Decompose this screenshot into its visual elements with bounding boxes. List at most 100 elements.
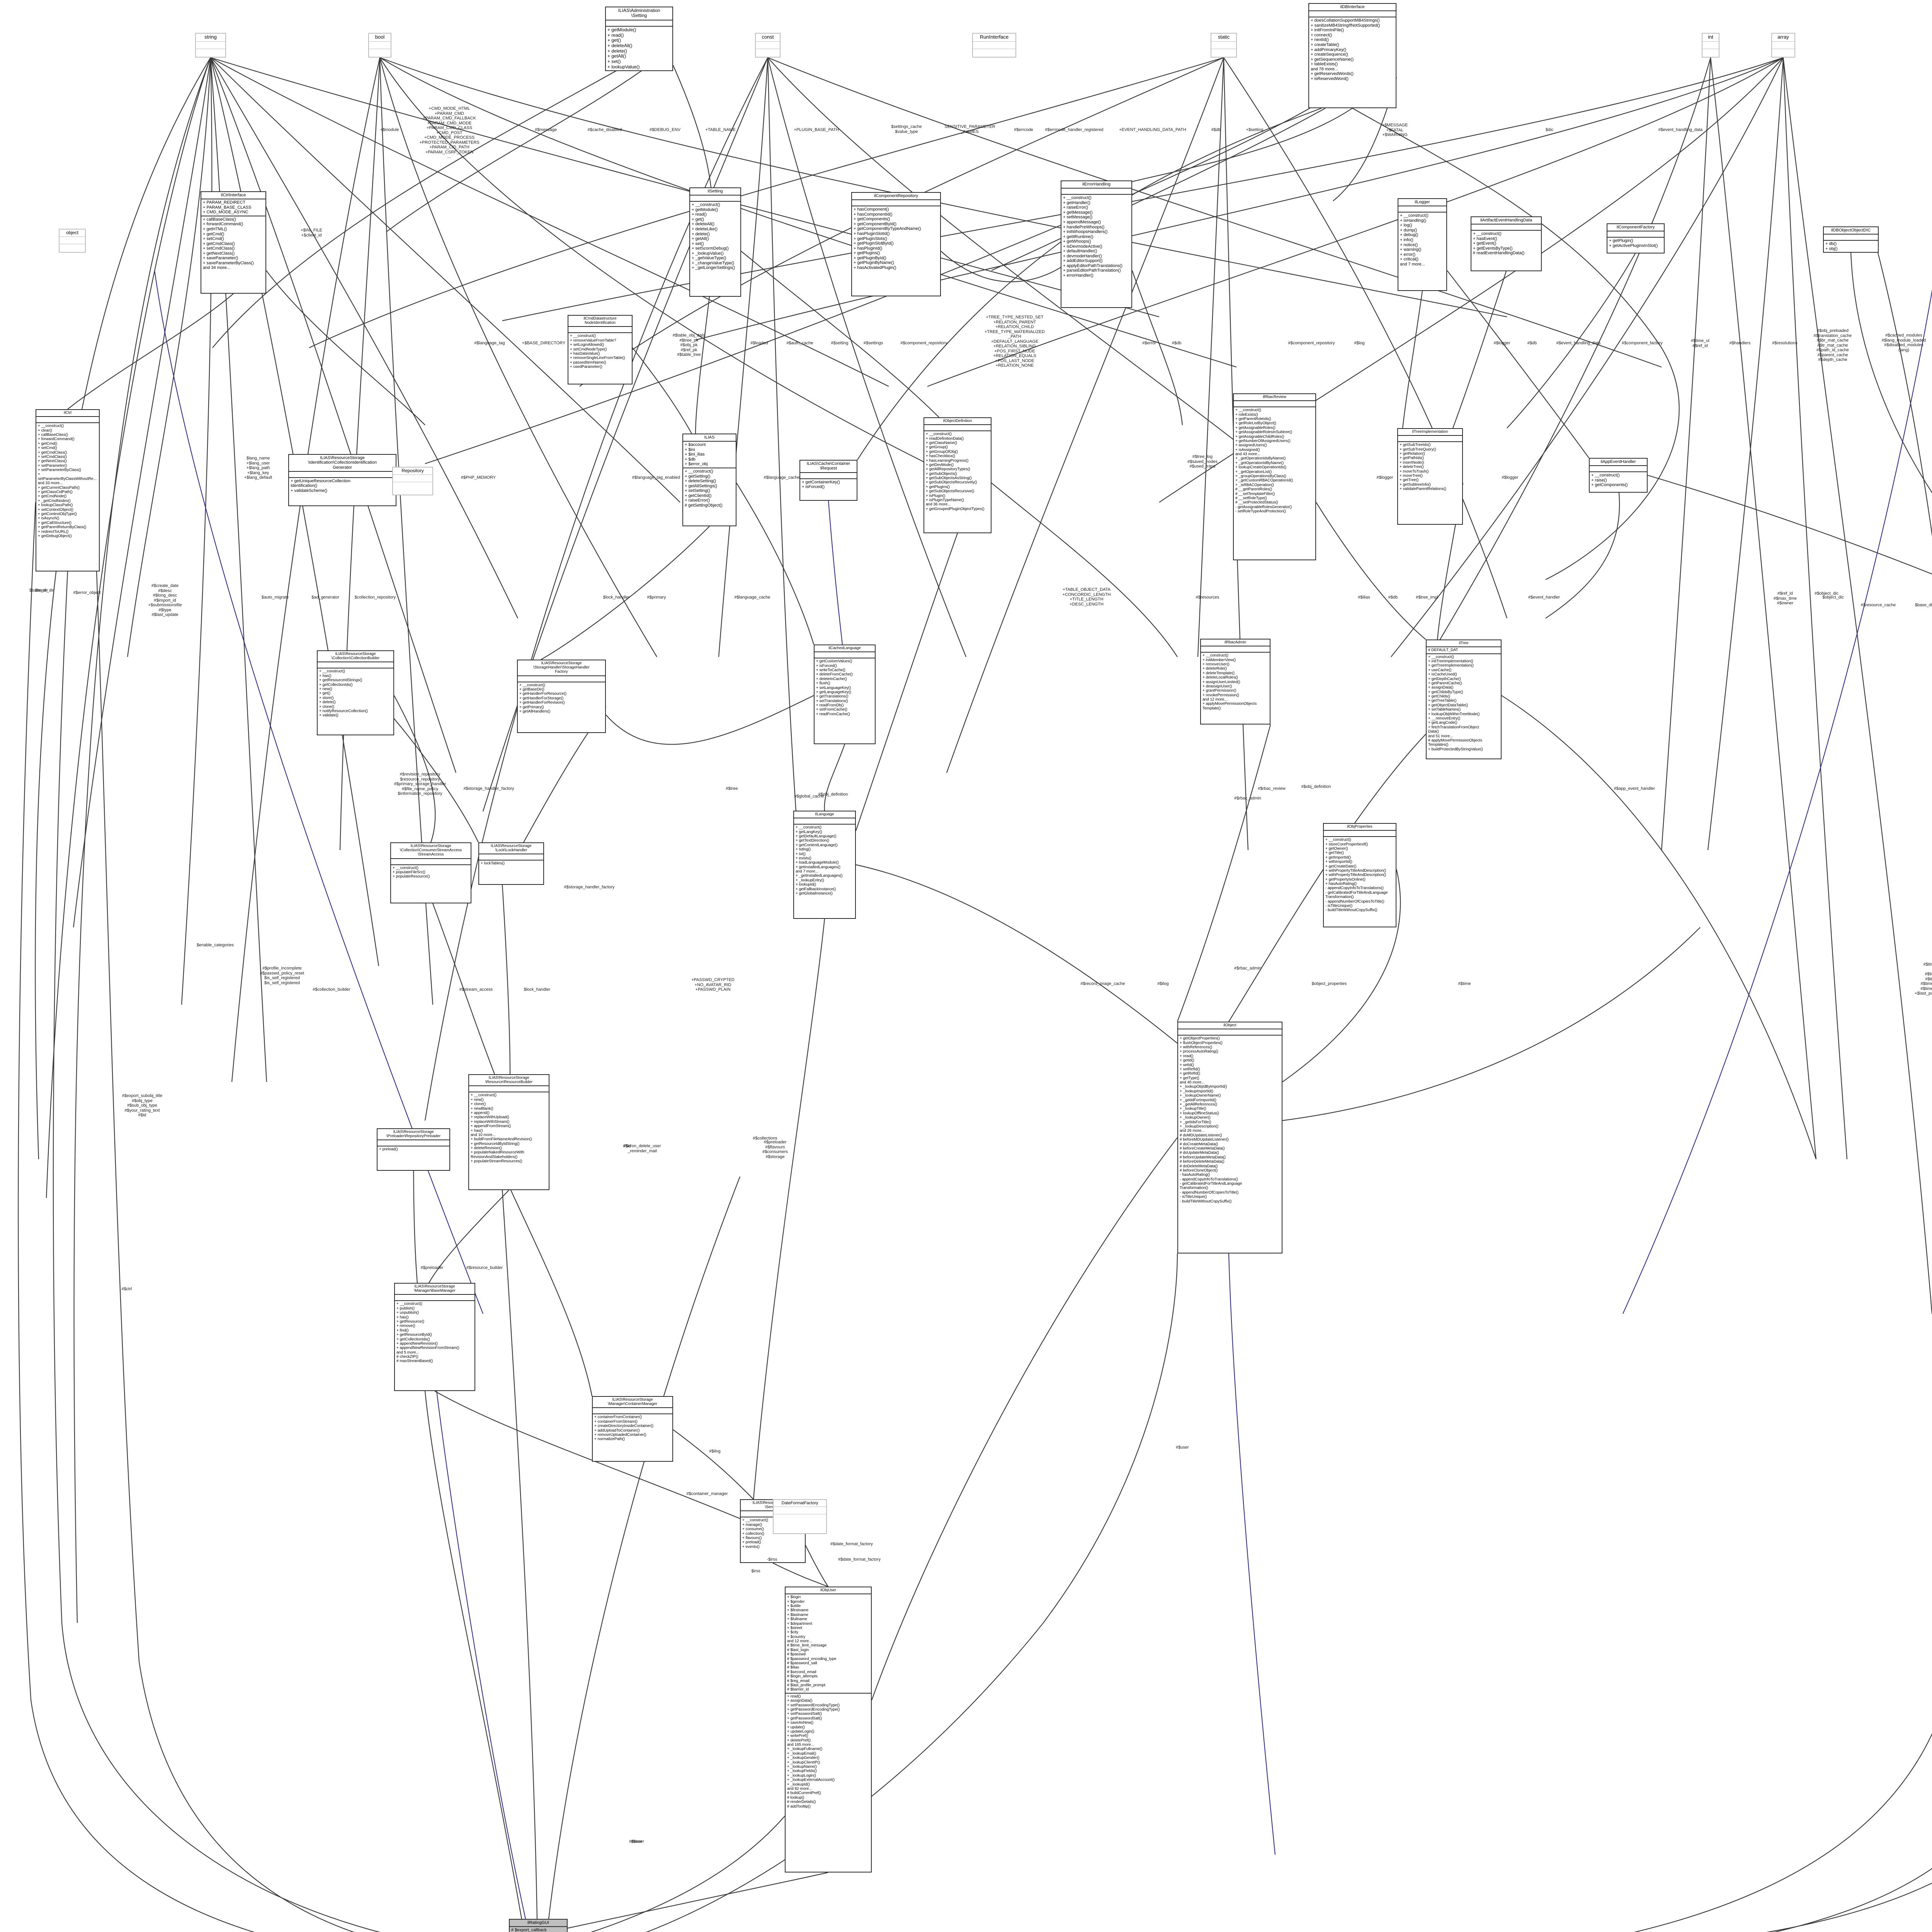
class-node-attributes (973, 42, 1015, 49)
class-node-attributes (1398, 436, 1462, 442)
class-node-attributes (479, 854, 543, 861)
class-node-ilias_rs_lock_handler[interactable]: ILIAS\ResourceStorage \Lock\LockHandler+… (478, 842, 544, 885)
class-node-ilCtrl[interactable]: ilCtrl+ __construct() + clear() + callBa… (36, 409, 100, 571)
class-node-ilObjUser[interactable]: ilObjUser+ $login + $gender + $utitle + … (785, 1587, 872, 1872)
class-node-ilDBInterface[interactable]: ilDBInterface+ doesCollationSupportMB4St… (1308, 3, 1396, 108)
edge-label: #$ctrl (121, 1287, 132, 1291)
class-node-ilias_rs_storagehandlerfactory[interactable]: ILIAS\ResourceStorage \StorageHandler\St… (517, 660, 606, 733)
class-node-object[interactable]: object (59, 229, 86, 253)
class-node-ilComponentRepository[interactable]: ilComponentRepository+ hasComponent() + … (851, 192, 941, 296)
class-node-attributes (794, 818, 855, 825)
class-node-Repository[interactable]: Repository (392, 467, 433, 495)
class-node-attributes (1234, 401, 1315, 408)
class-node-ilLogger[interactable]: ilLogger+ __construct() + isHandling() +… (1398, 198, 1447, 291)
edge-label: #$obj_preloaded #$translation_cache #$br… (1813, 328, 1852, 362)
edge-label: +PLUGIN_BASE_PATH (794, 128, 839, 132)
class-node-ilCachedLanguage[interactable]: ilCachedLanguage+ getCustomValues() + is… (814, 645, 876, 744)
class-node-title: const (756, 34, 780, 42)
edge-label: #$event_handler (1528, 595, 1560, 600)
class-node-ilTreeImplementation[interactable]: ilTreeImplementation+ getSubTreeIds() + … (1397, 428, 1463, 525)
edge-label: #$error (1142, 341, 1156, 345)
class-node-operations: + __construct() + raise() + getComponent… (1591, 473, 1628, 488)
class-node-ilias_admin_setting[interactable]: ILIAS\Administration \Setting+ getModule… (605, 7, 673, 71)
class-node-ilCmdDatastructure[interactable]: ilCmdDatastructure NodeIdentification+ _… (568, 315, 633, 384)
edge-label: #$component_repository (1288, 341, 1335, 345)
class-node-attributes (391, 859, 471, 865)
edge-label: #$resources (1196, 595, 1219, 600)
edge-label: #$error_object (73, 590, 101, 595)
class-node-title: ILIAS\ResourceStorage \Collection\Collec… (318, 651, 393, 663)
edge-label: #$component_factory (1622, 341, 1663, 345)
class-node-attributes (1211, 42, 1236, 49)
class-node-title: ilCachedLanguage (815, 645, 875, 653)
edge-label: +TABLE_OBJECT_DATA +CONCORDIC_LENGTH +TI… (1062, 587, 1111, 607)
class-node-ilRbacAdmin[interactable]: ilRbacAdmin+ __construct() + initMemberV… (1200, 639, 1270, 724)
class-node-ilias_rs_preloader[interactable]: ILIAS\ResourceStorage \Preloader\Reposit… (377, 1128, 450, 1171)
class-node-ilDBObjectObjectDIC[interactable]: ilDBObjectObjectDIC+ db() + obj() (1823, 226, 1879, 253)
edge-label: #$resolutions (1772, 341, 1798, 345)
class-node-ilRatingGUI[interactable]: ilRatingGUI# $export_callback # $update_… (509, 1919, 568, 1932)
class-node-const[interactable]: const (755, 33, 781, 58)
class-node-title: ilCtrlInterface (201, 192, 265, 200)
class-node-ilObjectDefinition[interactable]: ilObjectDefinition+ __construct() + read… (923, 417, 992, 533)
class-node-ilias_cache_container_request[interactable]: ILIAS\Cache\Container \Request+ getConta… (799, 460, 857, 501)
class-node-attributes (318, 662, 393, 669)
class-node-array[interactable]: array (1771, 33, 1795, 58)
class-node-ilObject[interactable]: ilObject+ getObjectProperties() + flushO… (1177, 1022, 1282, 1253)
edge-label: +$MESSAGE +$FATAL +$WARNING (1382, 123, 1408, 138)
class-node-operations: + __construct() + storeCorePropertiesIf(… (1325, 838, 1388, 913)
class-node-ilias_rs_ci_consumerstreamaccess[interactable]: ILIAS\ResourceStorage \Collection\Consum… (390, 842, 471, 903)
class-node-RunInterface[interactable]: RunInterface (972, 33, 1016, 58)
class-node-bool[interactable]: bool (368, 33, 391, 58)
class-node-operations: + __construct() + isHandling() + log() +… (1400, 213, 1429, 267)
class-node-title: ILIAS\Cache\Container \Request (800, 461, 857, 473)
edge-label: #$collections (753, 1136, 777, 1141)
class-node-int[interactable]: int (1702, 33, 1719, 58)
class-node-ILIAS[interactable]: ILIAS+ $account + $ini + $ini_ilias + $d… (682, 434, 736, 526)
class-node-operations: + getModule() + read() + get() + deleteA… (607, 27, 640, 70)
edge-label: #$ilog (1157, 981, 1169, 986)
class-node-attributes (369, 42, 391, 49)
class-node-ilComponentFactory[interactable]: ilComponentFactory+ getPlugin() + getAct… (1607, 223, 1665, 253)
class-node-attributes (36, 417, 99, 423)
class-node-ilTree[interactable]: ilTree# DEFAULT_DAT+ __construct() + ini… (1426, 639, 1502, 759)
class-node-ilArtifactEventHandlingData[interactable]: ilArtifactEventHandlingData+ __construct… (1471, 216, 1542, 271)
class-node-title: bool (369, 34, 391, 42)
class-node-ilObjProperties[interactable]: ilObjProperties+ __construct() + storeCo… (1323, 823, 1396, 927)
class-node-attributes (289, 472, 396, 478)
class-node-attributes (800, 473, 857, 479)
class-node-ilias_rs_rr_resourcebuilder[interactable]: ILIAS\ResourceStorage \Resource\Resource… (468, 1074, 549, 1190)
edge-label: #$errcode (1014, 128, 1033, 132)
class-node-DateFormatFactory[interactable]: DateFormatFactory (773, 1499, 827, 1534)
class-node-operations: + getObjectProperties() + flushObjectPro… (1180, 1036, 1242, 1204)
class-node-ilSetting[interactable]: ilSetting+ __construct() + getModule() +… (689, 187, 741, 297)
edge-label: #$id (623, 1144, 631, 1148)
edge-label: #$create_date #$desc #$long_desc #$impor… (148, 583, 182, 617)
class-node-ilRbacReview[interactable]: ilRbacReview+ __construct() + roleExists… (1233, 393, 1316, 560)
class-node-ilLanguage[interactable]: ilLanguage+ __construct() + getLangKey()… (793, 811, 856, 919)
class-node-ilias_rs_rc_collectionbuilder[interactable]: ILIAS\ResourceStorage \Collection\Collec… (317, 650, 394, 735)
class-node-title: ilLanguage (794, 811, 855, 819)
edge-label: $lang_name +$lang_user +$lang_path +$lan… (244, 456, 272, 480)
edge-label: $dic (1545, 128, 1554, 132)
class-node-ilAppEventHandler[interactable]: ilAppEventHandler+ __construct() + raise… (1589, 458, 1648, 493)
class-node-ilCtrlInterface[interactable]: ilCtrlInterface+ PARAM_REDIRECT + PARAM_… (201, 191, 266, 294)
class-node-attributes (1607, 231, 1664, 238)
edge-label: #$ilng (709, 1449, 721, 1454)
class-node-title: array (1772, 34, 1794, 42)
class-node-static[interactable]: static (1211, 33, 1237, 58)
edge-label: +TREE_TYPE_NESTED_SET +RELATION_PARENT +… (985, 315, 1045, 368)
class-node-ilErrorHandling[interactable]: ilErrorHandling+ __construct() + getHand… (1061, 180, 1132, 308)
class-node-operations: + __construct() + roleExists() + getPare… (1235, 408, 1293, 514)
class-node-attributes (852, 200, 940, 207)
edge-label: #$rbac_admin (1234, 796, 1261, 801)
class-node-attributes (393, 475, 432, 483)
class-node-string[interactable]: string (195, 33, 226, 58)
class-node-ilias_rs_identification_gen[interactable]: ILIAS\ResourceStorage \Identification\Co… (288, 454, 396, 506)
class-node-title: ilRatingGUI (510, 1920, 567, 1927)
class-node-title: ilObjectDefinition (924, 418, 991, 425)
class-node-operations: + __construct() + initTreeImplementation… (1428, 655, 1483, 752)
class-node-ilias_rs_manager_containermanager[interactable]: ILIAS\ResourceStorage \Manager\Container… (592, 1396, 673, 1462)
class-node-ilias_rs_manager_basemanager[interactable]: ILIAS\ResourceStorage \Manager\BaseManag… (394, 1283, 475, 1391)
class-node-attributes (593, 1408, 672, 1415)
